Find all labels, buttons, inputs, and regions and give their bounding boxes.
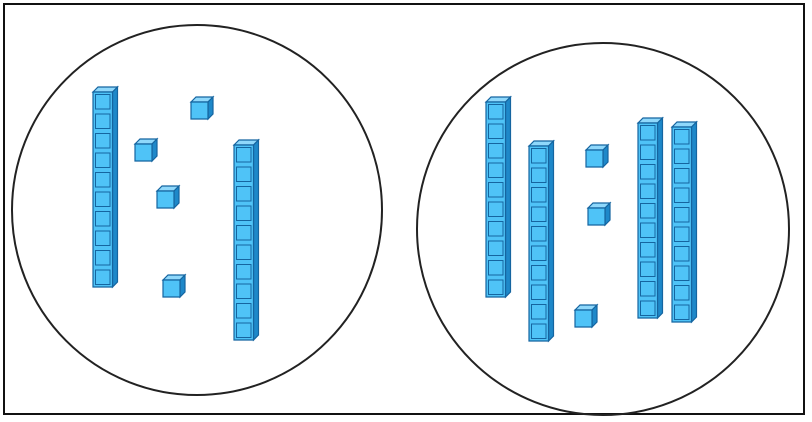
- left-group-ten-rod: [234, 140, 259, 340]
- cube-front-face: [157, 191, 174, 208]
- rod-unit-cell: [641, 145, 656, 160]
- rod-unit-cell: [532, 285, 547, 300]
- rod-unit-cell: [489, 183, 504, 198]
- rod-unit-cell: [641, 282, 656, 297]
- rod-unit-cell: [532, 188, 547, 203]
- rod-unit-cell: [96, 192, 111, 207]
- cube-front-face: [586, 150, 603, 167]
- rod-unit-cell: [675, 208, 690, 223]
- right-group-ten-rod: [672, 122, 697, 322]
- rod-side-face: [254, 140, 259, 340]
- cube-front-face: [163, 280, 180, 297]
- rod-unit-cell: [489, 261, 504, 276]
- rod-unit-cell: [675, 266, 690, 281]
- rod-unit-cell: [532, 246, 547, 261]
- right-group-unit-cube: [586, 145, 608, 167]
- rod-unit-cell: [489, 144, 504, 159]
- cube-front-face: [575, 310, 592, 327]
- rod-unit-cell: [532, 324, 547, 339]
- rod-unit-cell: [237, 304, 252, 319]
- rod-unit-cell: [96, 95, 111, 110]
- rod-unit-cell: [96, 251, 111, 266]
- rod-unit-cell: [641, 243, 656, 258]
- rod-unit-cell: [96, 153, 111, 168]
- rod-unit-cell: [532, 305, 547, 320]
- rod-unit-cell: [641, 223, 656, 238]
- rod-unit-cell: [489, 222, 504, 237]
- rod-unit-cell: [532, 149, 547, 164]
- cube-front-face: [135, 144, 152, 161]
- rod-unit-cell: [237, 226, 252, 241]
- rod-unit-cell: [237, 245, 252, 260]
- cube-front-face: [588, 208, 605, 225]
- rod-unit-cell: [489, 280, 504, 295]
- rod-unit-cell: [489, 202, 504, 217]
- rod-side-face: [506, 97, 511, 297]
- rod-unit-cell: [675, 227, 690, 242]
- rod-unit-cell: [237, 265, 252, 280]
- left-group-unit-cube: [157, 186, 179, 208]
- rod-unit-cell: [675, 169, 690, 184]
- rod-unit-cell: [641, 126, 656, 141]
- rod-unit-cell: [641, 262, 656, 277]
- rod-unit-cell: [641, 301, 656, 316]
- rod-unit-cell: [96, 134, 111, 149]
- rod-unit-cell: [675, 149, 690, 164]
- left-group-unit-cube: [135, 139, 157, 161]
- rod-side-face: [113, 87, 118, 287]
- rod-unit-cell: [489, 124, 504, 139]
- right-group-unit-cube: [588, 203, 610, 225]
- group-circle-right: [417, 43, 789, 415]
- rod-unit-cell: [675, 130, 690, 145]
- rod-unit-cell: [237, 167, 252, 182]
- right-group-ten-rod: [486, 97, 511, 297]
- rod-side-face: [549, 141, 554, 341]
- rod-unit-cell: [237, 187, 252, 202]
- rod-unit-cell: [96, 173, 111, 188]
- right-group-unit-cube: [575, 305, 597, 327]
- rod-unit-cell: [237, 323, 252, 338]
- rod-side-face: [658, 118, 663, 318]
- cube-front-face: [191, 102, 208, 119]
- rod-unit-cell: [675, 247, 690, 262]
- left-group-unit-cube: [191, 97, 213, 119]
- rod-unit-cell: [675, 188, 690, 203]
- rod-unit-cell: [96, 114, 111, 129]
- rod-unit-cell: [641, 165, 656, 180]
- rod-unit-cell: [532, 168, 547, 183]
- rod-unit-cell: [237, 148, 252, 163]
- left-group-ten-rod: [93, 87, 118, 287]
- rod-unit-cell: [532, 266, 547, 281]
- rod-unit-cell: [675, 286, 690, 301]
- rod-unit-cell: [237, 206, 252, 221]
- blocks-layer: [93, 87, 697, 341]
- right-group-ten-rod: [638, 118, 663, 318]
- rod-unit-cell: [489, 163, 504, 178]
- rod-unit-cell: [532, 207, 547, 222]
- rod-unit-cell: [237, 284, 252, 299]
- rod-unit-cell: [96, 231, 111, 246]
- rod-side-face: [692, 122, 697, 322]
- rod-unit-cell: [675, 305, 690, 320]
- rod-unit-cell: [489, 241, 504, 256]
- rod-unit-cell: [641, 204, 656, 219]
- rod-unit-cell: [96, 270, 111, 285]
- left-group-unit-cube: [163, 275, 185, 297]
- rod-unit-cell: [532, 227, 547, 242]
- rod-unit-cell: [641, 184, 656, 199]
- right-group-ten-rod: [529, 141, 554, 341]
- rod-unit-cell: [489, 105, 504, 120]
- group-circle-left: [12, 25, 382, 395]
- rod-unit-cell: [96, 212, 111, 227]
